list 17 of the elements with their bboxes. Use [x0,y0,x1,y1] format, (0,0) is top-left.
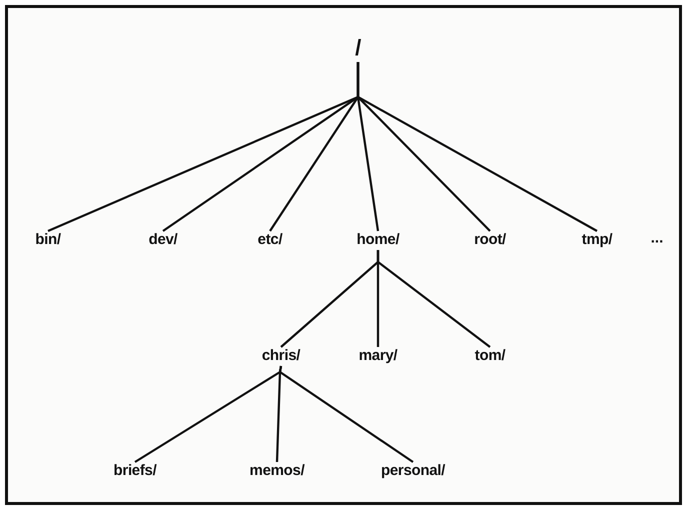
directory-name: tmp/ [582,232,612,248]
directory-name: chris/ [262,348,300,364]
root-directory: / [355,36,361,60]
tree-line [376,250,491,348]
directory-name: dev/ [148,232,178,248]
directory-name: bin/ [35,232,61,248]
directory-name: tom/ [474,348,506,364]
directory-name: personal/ [381,462,445,480]
directory-name: root/ [474,232,506,248]
tree-line [278,366,414,463]
directory-name: memos/ [250,462,304,480]
directory-name: mary/ [358,348,398,364]
ellipsis-text: ... [650,230,664,246]
tree-line [356,62,598,232]
directory-name: home/ [356,232,400,248]
directory-name: etc/ [258,232,282,248]
directory-name: briefs/ [114,462,156,480]
